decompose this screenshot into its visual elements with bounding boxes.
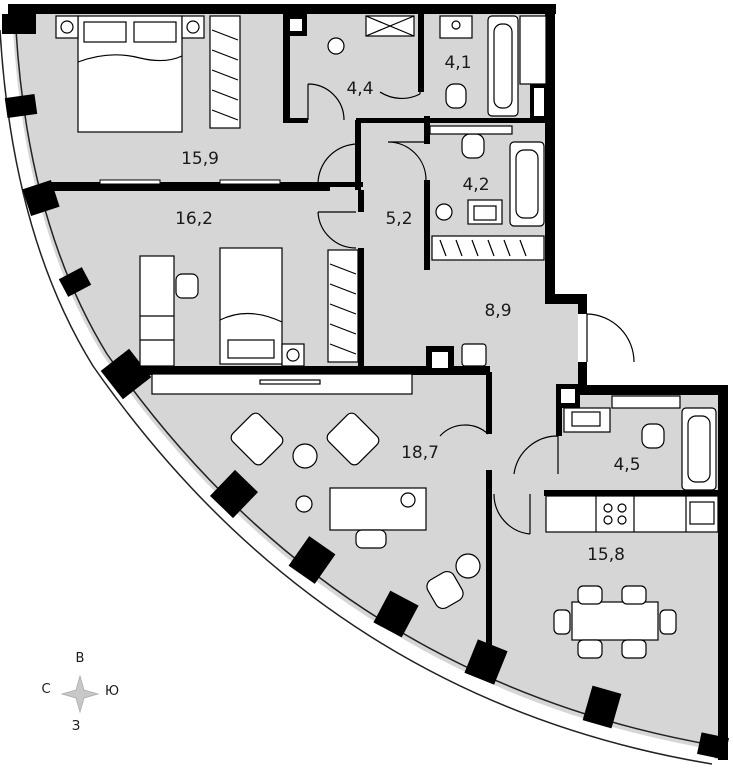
chair-5 [553,609,571,635]
desk-chair [175,273,199,299]
interior-walls [50,14,722,646]
area-hall-upper: 4,4 [346,79,373,99]
chair-6 [659,609,677,635]
chair-2 [621,585,647,605]
compass-south: З [72,719,80,734]
compass: В З С Ю [41,651,119,734]
bathroom-2-fixtures [429,125,545,261]
toilet-2 [461,133,485,159]
bedroom-2-furniture [139,247,359,367]
bathroom-3-fixtures [563,395,717,491]
kitchen-furniture [545,495,719,659]
door-bathroom-2 [387,141,427,181]
armchair-right [326,412,380,466]
toilet [445,83,467,109]
desk [139,255,175,367]
facade-glazing [3,29,716,760]
chair-4 [621,639,647,659]
door-bedroom-2 [317,211,357,249]
facade-glazing-inner [15,29,719,747]
area-living-room: 18,7 [401,443,439,463]
facade-glazing-outer [0,29,713,765]
door-kitchen [493,493,531,535]
pedestal [327,37,345,55]
sliding-door-wardrobes [99,179,281,185]
side-table [292,443,318,469]
door-entrance [586,313,635,363]
shelf-3 [611,395,681,409]
kitchen-counter [545,495,719,533]
bedroom-1-furniture [55,15,241,133]
door-living [439,424,489,437]
compass-north: В [76,651,85,666]
door-bathroom-1 [379,54,421,99]
compass-east: Ю [105,684,119,699]
bathroom-1-fixtures [327,15,547,117]
lamp [295,495,313,513]
door-bedroom-1 [317,143,359,185]
cabinet [519,15,547,85]
washer [435,203,453,221]
armchair-left [230,412,284,466]
area-kitchen: 15,8 [587,545,625,565]
area-bathroom-1: 4,1 [444,53,471,73]
exterior-walls [8,4,728,760]
work-desk [329,487,427,531]
storage-rack [431,235,545,261]
doors [307,54,635,535]
toilet-3 [641,423,665,449]
reading-chair [426,570,464,610]
vanity-strip [429,125,513,135]
compass-west: С [41,682,50,697]
office-chair [355,529,387,549]
living-room-furniture [151,373,481,610]
area-bedroom-1: 15,9 [181,149,219,169]
compass-star-icon [60,674,100,714]
facade-piers [2,14,729,760]
area-hallway: 8,9 [484,301,511,321]
chair-3 [577,639,603,659]
door-hall-upper [307,83,345,121]
dining-table [571,601,659,641]
floor-lamp [455,553,481,579]
area-corridor: 5,2 [385,209,412,229]
door-bathroom-3 [513,435,559,475]
hallway-ottoman [461,343,487,367]
chair-1 [577,585,603,605]
area-bathroom-3: 4,5 [613,455,640,475]
area-bathroom-2: 4,2 [462,175,489,195]
area-bedroom-2: 16,2 [175,209,213,229]
